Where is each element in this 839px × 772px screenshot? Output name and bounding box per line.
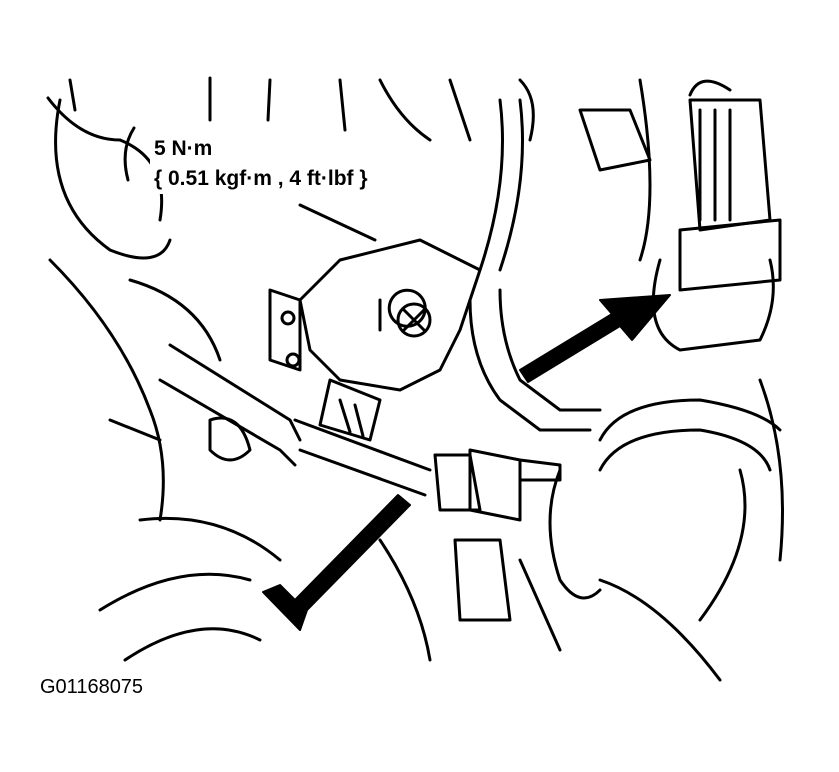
sensor-body: [318, 378, 562, 622]
bracket-housing: [208, 238, 482, 462]
callout-bracket-mark: [123, 126, 136, 182]
callout-leader-line: [298, 203, 377, 242]
torque-value-metric: 5 N·m: [154, 137, 213, 160]
torque-callout: 5 N·m { 0.51 kgf·m , 4 ft·lbf }: [150, 134, 372, 194]
figure-id: G01168075: [40, 676, 144, 698]
bolt-head: [396, 302, 432, 338]
torque-value-conversions: { 0.51 kgf·m , 4 ft·lbf }: [154, 167, 368, 190]
arrow-upper-right: [519, 294, 671, 383]
arrow-lower-left: [262, 494, 411, 631]
background-structure: [46, 76, 784, 682]
hoses: [158, 98, 782, 600]
